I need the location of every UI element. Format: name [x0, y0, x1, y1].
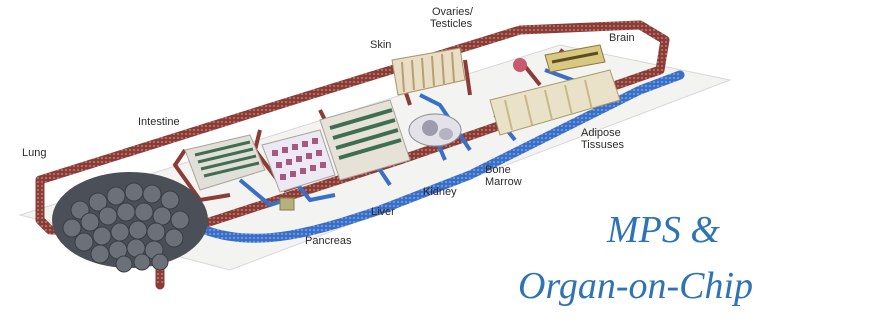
label-brain: Brain — [609, 33, 635, 44]
label-skin: Skin — [370, 40, 391, 51]
label-ovaries-line2: Testicles — [430, 19, 472, 30]
label-ovaries-line1: Ovaries/ — [432, 7, 473, 18]
label-intestine: Intestine — [138, 117, 180, 128]
ovaries-chip — [513, 58, 527, 72]
label-bone-line1: Bone — [485, 165, 511, 176]
label-adipose-line1: Adipose — [581, 128, 621, 139]
label-pancreas: Pancreas — [305, 236, 351, 247]
label-lung: Lung — [22, 148, 46, 159]
title-line-2: Organ-on-Chip — [518, 266, 753, 306]
label-adipose-line2: Tissuses — [581, 140, 624, 151]
title-line-1: MPS & — [607, 210, 720, 250]
label-liver: Liver — [371, 207, 395, 218]
label-bone-line2: Marrow — [485, 177, 522, 188]
label-kidney: Kidney — [423, 187, 457, 198]
kidney-chip — [409, 114, 461, 146]
